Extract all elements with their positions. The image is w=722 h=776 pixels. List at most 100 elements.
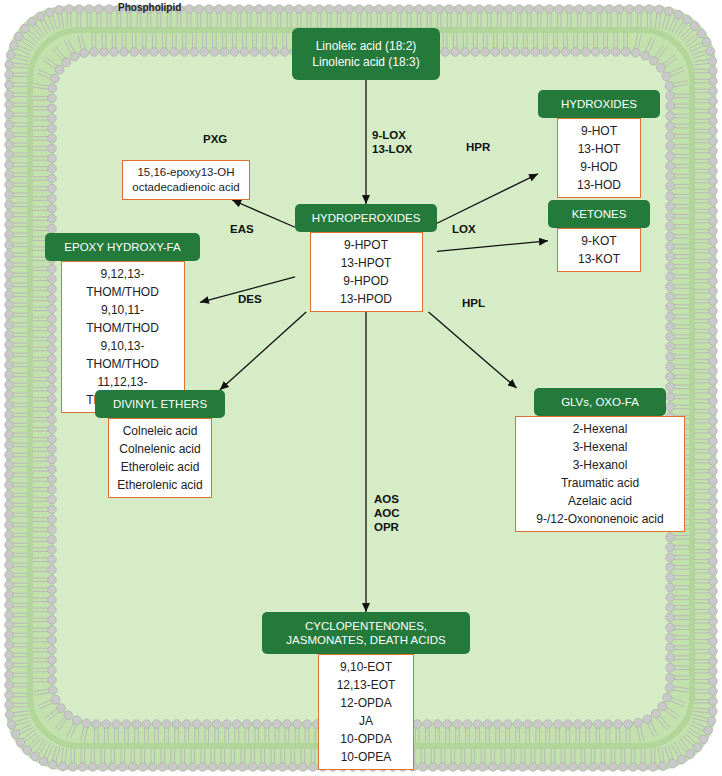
product-item: 3-Hexanol bbox=[520, 456, 680, 474]
lipid-tail bbox=[297, 12, 298, 28]
lipid-tail bbox=[12, 286, 28, 287]
lipid-tail bbox=[33, 541, 49, 542]
lipid-tail bbox=[128, 727, 129, 743]
lipid-head bbox=[62, 58, 71, 67]
lipid-head bbox=[48, 656, 57, 665]
lipid-tail bbox=[694, 109, 710, 110]
lipid-tail bbox=[12, 132, 28, 133]
product-item: 10-OPEA bbox=[323, 748, 409, 766]
lipid-tail bbox=[694, 512, 710, 513]
lipid-head bbox=[579, 763, 588, 772]
lipid-head bbox=[192, 720, 201, 729]
lipid-tail bbox=[224, 727, 225, 743]
lipid-tail bbox=[12, 173, 28, 174]
lipid-tail bbox=[651, 12, 652, 28]
lipid-tail bbox=[33, 297, 49, 298]
lipid-head bbox=[48, 194, 57, 203]
lipid-tail bbox=[33, 330, 49, 331]
lipid-head bbox=[709, 457, 718, 466]
lipid-head bbox=[199, 763, 208, 772]
lipid-tail bbox=[623, 33, 624, 49]
lipid-tail bbox=[33, 551, 49, 552]
lipid-tail bbox=[390, 12, 391, 28]
lipid-head bbox=[5, 351, 14, 360]
lipid-tail bbox=[34, 692, 50, 695]
lipid-tail bbox=[135, 33, 136, 49]
lipid-tail bbox=[285, 727, 286, 743]
lipid-tail bbox=[673, 147, 689, 148]
lipid-tail bbox=[12, 186, 28, 187]
lipid-head bbox=[624, 720, 633, 729]
lipid-tail bbox=[33, 347, 49, 348]
lipid-tail bbox=[33, 136, 49, 137]
lipid-tail bbox=[425, 727, 426, 743]
lipid-tail bbox=[694, 679, 710, 680]
lipid-head bbox=[16, 738, 25, 747]
lipid-head bbox=[489, 763, 498, 772]
lipid-tail bbox=[577, 12, 578, 28]
lipid-tail bbox=[673, 595, 689, 596]
lipid-tail bbox=[673, 535, 689, 536]
lipid-tail bbox=[451, 748, 452, 764]
lipid-head bbox=[519, 763, 528, 772]
lipid-head bbox=[90, 48, 99, 57]
lipid-head bbox=[55, 6, 64, 15]
lipid-tail bbox=[78, 35, 82, 51]
lipid-tail bbox=[554, 748, 555, 764]
lipid-tail bbox=[142, 33, 143, 49]
lipid-tail bbox=[685, 34, 698, 43]
lipid-tail bbox=[694, 532, 710, 533]
lipid-head bbox=[5, 221, 14, 230]
lipid-head bbox=[14, 32, 23, 41]
group-header: EPOXY HYDROXY-FA bbox=[45, 233, 200, 261]
lipid-tail bbox=[278, 727, 279, 743]
lipid-tail bbox=[694, 359, 710, 360]
lipid-tail bbox=[33, 577, 49, 578]
lipid-tail bbox=[694, 319, 710, 320]
lipid-head bbox=[5, 491, 14, 500]
lipid-tail bbox=[12, 566, 28, 567]
lipid-tail bbox=[237, 12, 238, 28]
lipid-tail bbox=[678, 23, 687, 36]
lipid-tail bbox=[244, 727, 245, 743]
lipid-tail bbox=[439, 727, 440, 743]
lipid-head bbox=[139, 763, 148, 772]
lipid-head bbox=[551, 48, 560, 57]
lipid-head bbox=[709, 147, 718, 156]
lipid-head bbox=[82, 719, 91, 728]
lipid-tail bbox=[662, 14, 666, 29]
lipid-head bbox=[48, 134, 57, 143]
lipid-head bbox=[639, 763, 648, 772]
lipid-tail bbox=[694, 632, 710, 633]
lipid-tail bbox=[12, 122, 28, 123]
lipid-head bbox=[690, 22, 699, 31]
lipid-head bbox=[195, 5, 204, 14]
lipid-head bbox=[709, 347, 718, 356]
lipid-head bbox=[48, 445, 57, 454]
lipid-head bbox=[485, 5, 494, 14]
lipid-tail bbox=[80, 12, 81, 28]
lipid-head bbox=[565, 5, 574, 14]
lipid-head bbox=[574, 720, 583, 729]
lipid-head bbox=[309, 763, 318, 772]
lipid-head bbox=[709, 97, 718, 106]
lipid-tail bbox=[33, 477, 49, 478]
product-item: 10-OPDA bbox=[323, 730, 409, 748]
lipid-tail bbox=[410, 12, 411, 28]
lipid-head bbox=[48, 285, 57, 294]
lipid-tail bbox=[694, 192, 710, 193]
lipid-tail bbox=[694, 629, 710, 630]
lipid-tail bbox=[33, 327, 49, 328]
lipid-tail bbox=[650, 721, 657, 735]
lipid-tail bbox=[600, 12, 601, 28]
lipid-tail bbox=[447, 12, 448, 28]
lipid-tail bbox=[559, 727, 560, 743]
lipid-head bbox=[48, 505, 57, 514]
lipid-tail bbox=[161, 748, 162, 764]
lipid-tail bbox=[12, 673, 28, 674]
lipid-head bbox=[666, 553, 675, 562]
lipid-head bbox=[48, 375, 57, 384]
lipid-tail bbox=[287, 12, 288, 28]
lipid-tail bbox=[673, 188, 689, 189]
lipid-head bbox=[57, 704, 66, 713]
